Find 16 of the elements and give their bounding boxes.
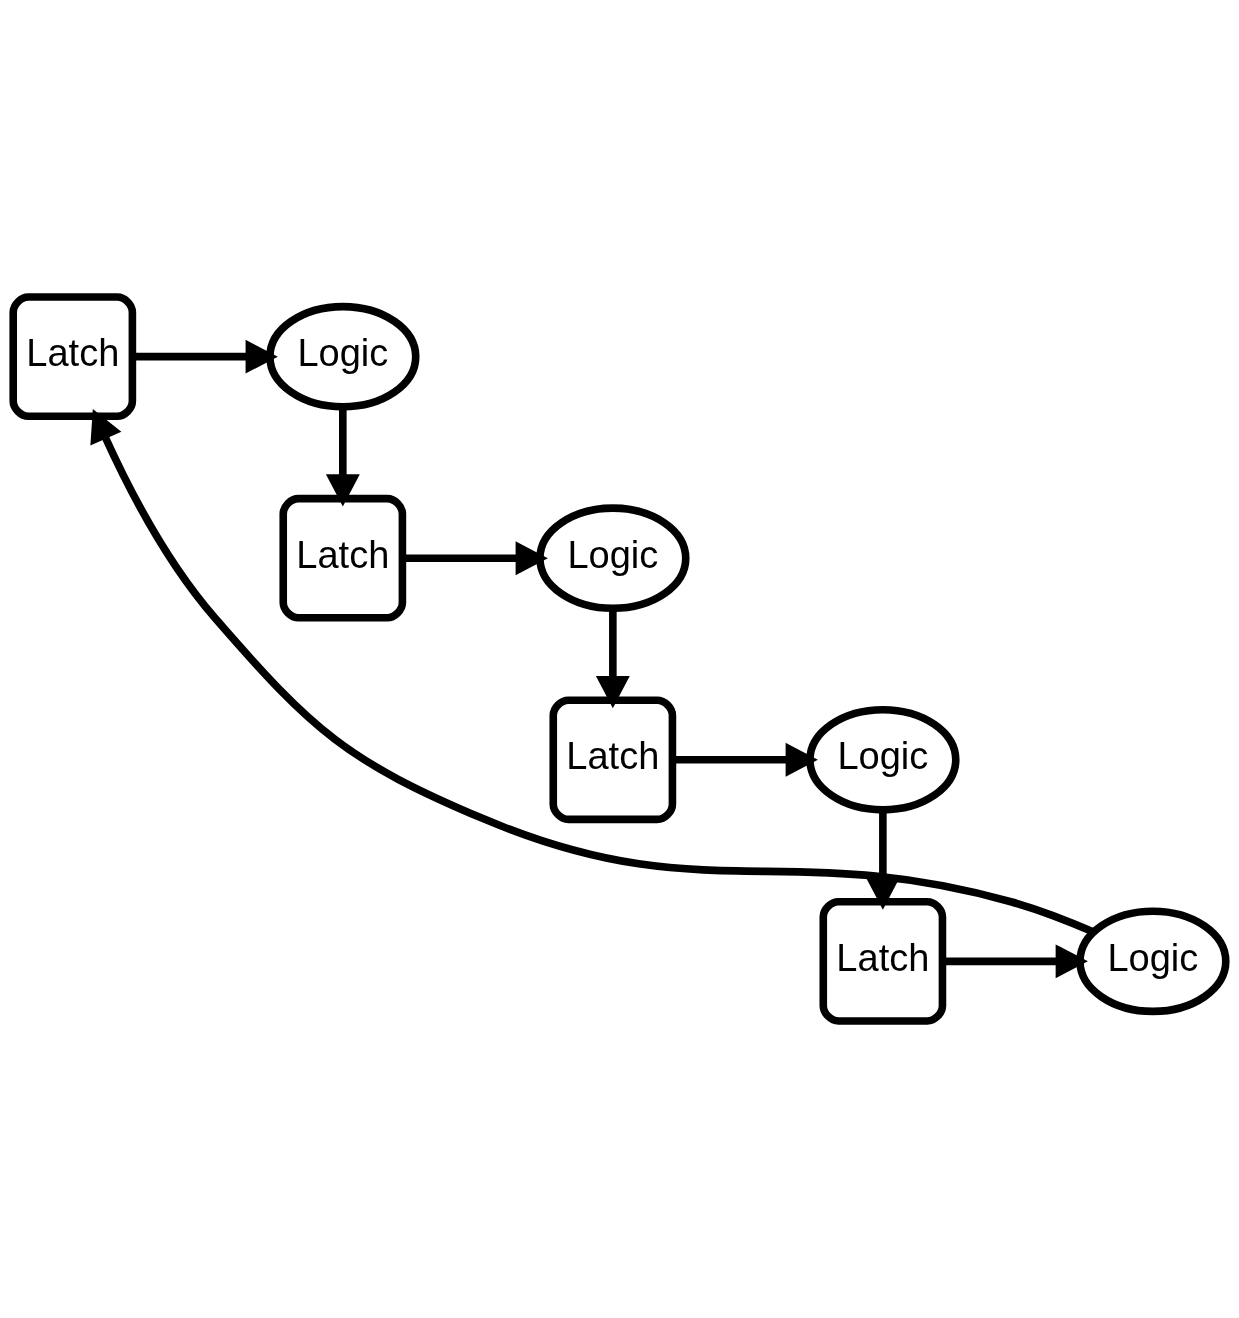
node-ellipse: Logic (1076, 907, 1230, 1016)
arrow (942, 944, 1088, 979)
arrow (325, 407, 360, 507)
arrow (865, 810, 900, 910)
node-box: Latch (279, 494, 407, 622)
node-ellipse: Logic (536, 504, 690, 613)
node-box: Latch (819, 897, 947, 1025)
node-ellipse: Logic (806, 705, 960, 814)
arrow (90, 409, 1095, 936)
arrow (595, 608, 630, 709)
node-box: Latch (549, 696, 677, 824)
arrow (672, 742, 818, 777)
node-box: Latch (9, 293, 137, 421)
arrow (132, 339, 278, 374)
arrow (402, 541, 548, 576)
node-ellipse: Logic (266, 302, 420, 411)
